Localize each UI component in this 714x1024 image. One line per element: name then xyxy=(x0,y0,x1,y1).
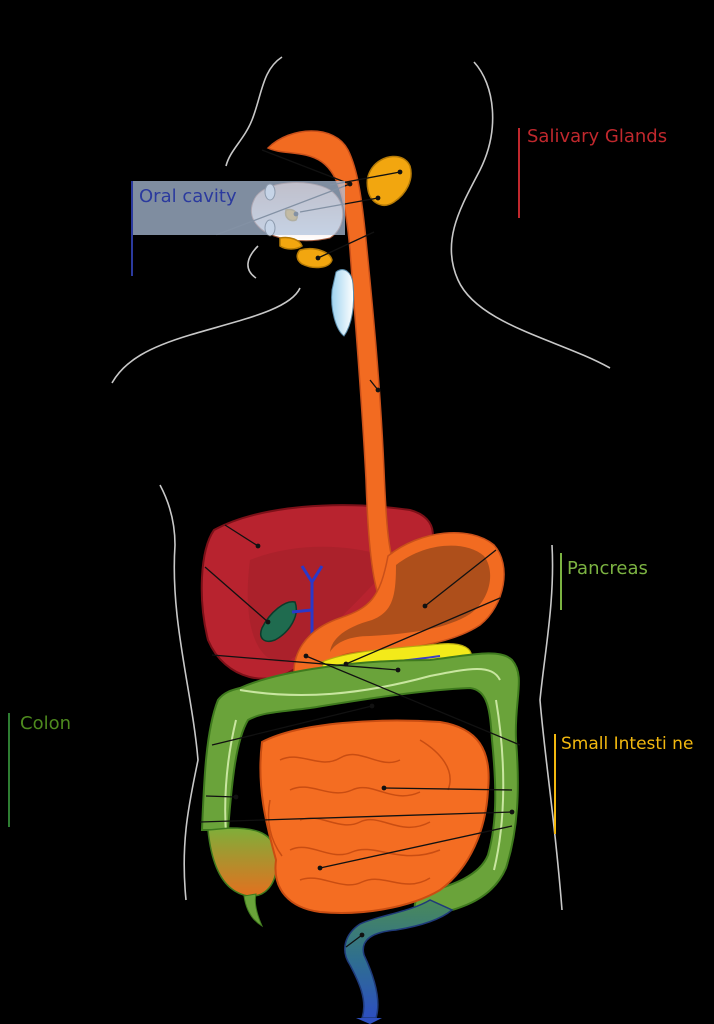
stomach-inner xyxy=(330,545,491,652)
colon-label: Colon xyxy=(20,713,72,734)
small-intestine-label: Small Intesti ne xyxy=(561,734,694,754)
trachea xyxy=(331,269,355,337)
colon xyxy=(200,652,520,928)
oral-cavity-highlight xyxy=(131,181,345,235)
body-outline xyxy=(111,56,611,911)
rectum xyxy=(344,899,454,1019)
colon-bar xyxy=(8,713,10,827)
salivary-glands-bar xyxy=(518,128,520,218)
pancreas-bar xyxy=(560,553,562,610)
small-intestine-bar xyxy=(554,734,556,834)
salivary-glands-label: Salivary Glands xyxy=(527,126,668,147)
oral-cavity-bar xyxy=(131,181,133,276)
gallbladder xyxy=(260,601,297,642)
anus xyxy=(356,1018,382,1024)
oral-cavity-label: Oral cavity xyxy=(139,186,237,207)
pancreas-label: Pancreas xyxy=(567,558,648,579)
